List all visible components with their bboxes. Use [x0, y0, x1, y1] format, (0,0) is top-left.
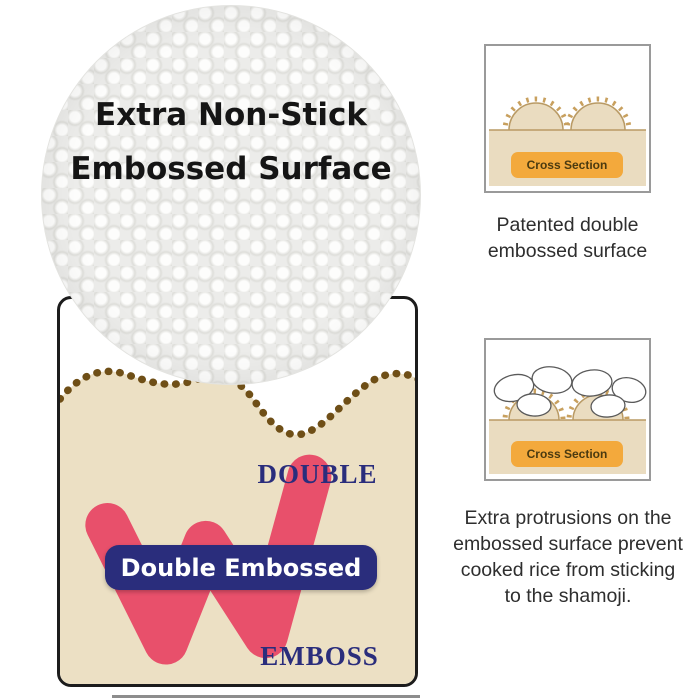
cross-section-tag — [511, 152, 623, 178]
cross-section-tag-label: Cross Section — [527, 447, 608, 461]
scalloped-edge — [60, 367, 415, 439]
cross-section-panel-2: Cross Section — [484, 338, 651, 481]
bubble-headline-line1: Extra Non-Stick — [95, 97, 367, 133]
cross-section-1-illustration: Cross Section — [489, 96, 646, 186]
cross-section-tag-label: Cross Section — [527, 158, 608, 172]
cross-section-tag — [511, 441, 623, 467]
rice-grains-icon — [493, 366, 647, 418]
panel-1-caption: Patented double embossed surface — [487, 214, 648, 263]
bottom-divider — [112, 695, 420, 698]
embossed-texture-bubble: Extra Non-Stick Embossed Surface — [42, 6, 420, 384]
double-label: DOUBLE — [257, 459, 378, 489]
bubble-headline: Extra Non-Stick Embossed Surface — [42, 88, 420, 197]
cross-section-2-illustration: Cross Section — [489, 366, 647, 474]
panel-2-caption: Extra protrusions on the embossed surfac… — [453, 507, 683, 608]
cross-section-panel-1: Cross Section — [484, 44, 651, 193]
double-embossed-pill: Double Embossed — [105, 545, 377, 590]
bubble-headline-line2: Embossed Surface — [70, 151, 392, 188]
emboss-label: EMBOSS — [260, 641, 379, 671]
